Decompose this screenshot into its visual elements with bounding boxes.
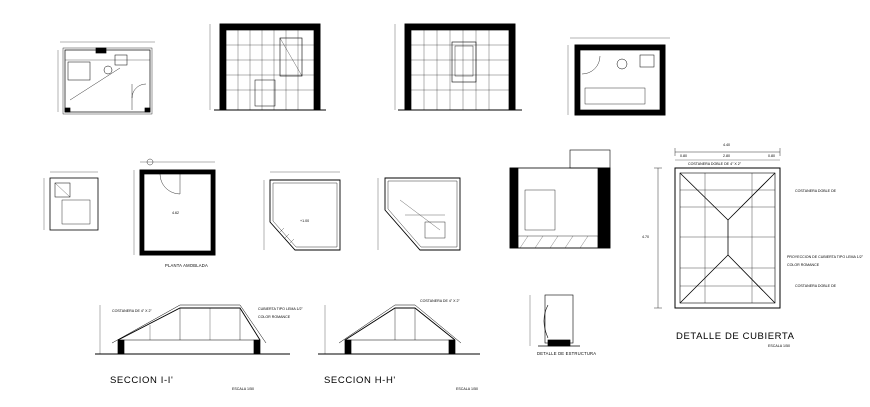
section-ii-scale: ESCALA 1/50 bbox=[232, 387, 254, 391]
structure-detail-drawing bbox=[529, 294, 580, 347]
roof-note-3: PROYECCION DE CUBIERTA TIPO LEMA 1/2" bbox=[787, 255, 863, 259]
roof-note-2: COSTANERA DOBLE DE bbox=[795, 189, 837, 193]
structure-detail-title: DETALLE DE ESTRUCTURA bbox=[537, 351, 597, 356]
section-note-3: COLOR ROMANCE bbox=[258, 315, 291, 319]
section-hh-title: SECCION H-H' bbox=[324, 375, 396, 386]
roof-detail-title: DETALLE DE CUBIERTA bbox=[676, 331, 795, 342]
roof-dim-top-left: 0.80 bbox=[680, 154, 687, 158]
pentagon-plan-2-drawing bbox=[377, 177, 461, 251]
roof-note-5: COSTANERA DOBLE DE bbox=[795, 284, 837, 288]
elevation-level-label: +1.00 bbox=[300, 219, 310, 223]
plan-area-label: 4.62 bbox=[172, 211, 179, 215]
section-ii-title: SECCION I-I' bbox=[110, 375, 174, 386]
roof-dim-top-mid: 2.80 bbox=[723, 154, 730, 158]
pentagon-plan-1-drawing bbox=[263, 171, 341, 251]
section-hh-drawing bbox=[318, 304, 480, 355]
plan-amoblada-drawing bbox=[133, 158, 216, 256]
roof-note-1: COSTANERA DOBLE DE 4" X 2" bbox=[688, 162, 742, 166]
section-note-4: COSTANERA DE 4" X 2" bbox=[420, 299, 460, 303]
section-hh-scale: ESCALA 1/50 bbox=[456, 387, 478, 391]
wall-section-drawing bbox=[509, 149, 611, 249]
wall-elevation-1-drawing bbox=[209, 23, 326, 111]
section-note-1: COSTANERA DE 4" X 2" bbox=[112, 309, 152, 313]
section-ii-drawing bbox=[95, 304, 290, 355]
roof-dim-top-total: 4.40 bbox=[723, 143, 730, 147]
small-detail-drawing bbox=[43, 171, 99, 231]
roof-dim-right-total: 4.70 bbox=[642, 235, 649, 239]
roof-note-4: COLOR ROMANCE bbox=[787, 263, 820, 267]
floor-plan-furnished-drawing bbox=[567, 37, 670, 116]
section-note-2: CUBIERTA TIPO LEMA 1/2" bbox=[258, 307, 303, 311]
roof-detail-drawing bbox=[654, 148, 781, 309]
wall-elevation-2-drawing bbox=[394, 23, 522, 111]
roof-detail-scale: ESCALA 1/50 bbox=[768, 344, 790, 348]
roof-dim-top-right: 0.80 bbox=[768, 154, 775, 158]
bathroom-plan-drawing bbox=[57, 41, 155, 115]
plan-amoblada-title: PLANTA AMOBLADA bbox=[165, 263, 208, 268]
